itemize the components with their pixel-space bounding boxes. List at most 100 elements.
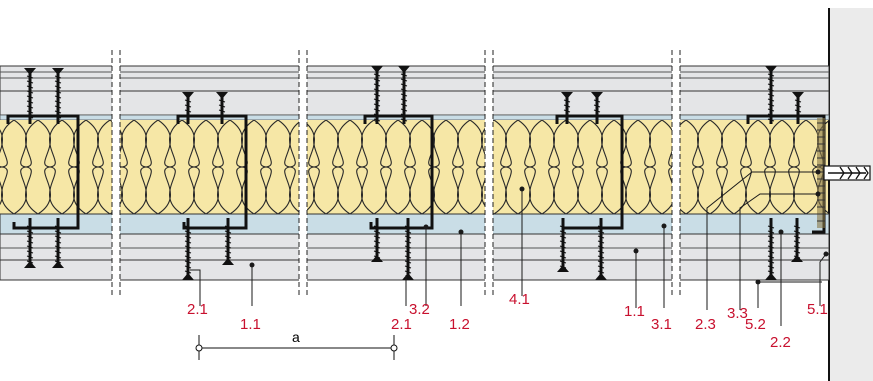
screw-head [24, 261, 36, 268]
insulation-loop [469, 120, 495, 214]
screw-thread [404, 225, 412, 229]
screw-thread [404, 270, 412, 274]
screw-thread [559, 245, 567, 249]
screw-thread [218, 104, 226, 108]
screw-thread [26, 225, 34, 229]
screw-thread [224, 225, 232, 229]
insulation-loop [733, 120, 759, 214]
screw-thread [184, 225, 192, 229]
screw-thread [54, 115, 62, 119]
screw-thread [400, 118, 408, 122]
callout-1-2: 1.2 [449, 316, 470, 333]
screw-thread [593, 99, 601, 103]
callout-4-1: 4.1 [509, 291, 530, 308]
screw-thread [559, 255, 567, 259]
screw-thread [373, 73, 381, 77]
screw-thread [767, 230, 775, 234]
insulation-loop [421, 120, 447, 214]
screw-thread [26, 85, 34, 89]
screw-thread [597, 240, 605, 244]
screw-thread [224, 235, 232, 239]
screw-thread [767, 113, 775, 117]
screw-thread [794, 114, 802, 118]
callout-2-1-mid: 2.1 [391, 316, 412, 333]
c-stud-profile [176, 114, 248, 230]
insulation-loop [349, 120, 375, 214]
screw-thread [184, 240, 192, 244]
screw-thread [767, 250, 775, 254]
screw-thread [793, 250, 801, 254]
screw-thread [767, 265, 775, 269]
screw-thread [794, 109, 802, 113]
insulation-loop [277, 120, 303, 214]
screw-thread [563, 109, 571, 113]
screw-thread [54, 230, 62, 234]
screw-thread [184, 245, 192, 249]
screw-head [792, 92, 804, 99]
screw-thread [54, 250, 62, 254]
screw-thread [54, 235, 62, 239]
screw-thread [26, 105, 34, 109]
insulation-loop [61, 120, 87, 214]
screw-head [402, 273, 414, 280]
screw-thread [184, 255, 192, 259]
screw-head [765, 273, 777, 280]
screw-thread [224, 240, 232, 244]
screw-thread [767, 255, 775, 259]
insulation-loop [37, 120, 63, 214]
screw-thread [26, 90, 34, 94]
screw-head [371, 255, 383, 262]
insulation-loop [541, 120, 567, 214]
screw-thread [559, 225, 567, 229]
screw-thread [767, 83, 775, 87]
screw-thread [563, 104, 571, 108]
lower-board-layers [0, 213, 830, 281]
screw-thread [184, 99, 192, 103]
screw-thread [559, 260, 567, 264]
insulation-loop [445, 120, 471, 214]
insulation-loop [613, 120, 639, 214]
screw-thread [26, 250, 34, 254]
screw-thread [793, 225, 801, 229]
screw-thread [184, 265, 192, 269]
screw-thread [26, 115, 34, 119]
screw-thread [400, 113, 408, 117]
insulation-loop [637, 120, 663, 214]
callout-2-2: 2.2 [770, 334, 791, 351]
c-stud-profile [6, 114, 80, 230]
dimension-a-label: a [292, 329, 300, 345]
insulation-loop [205, 120, 231, 214]
dimension-a [195, 335, 398, 360]
screw-thread [26, 235, 34, 239]
screw-head [398, 66, 410, 73]
screw-thread [767, 225, 775, 229]
screw-thread [184, 260, 192, 264]
screw-thread [26, 75, 34, 79]
screw-thread [794, 99, 802, 103]
insulation-loop [301, 120, 327, 214]
screw-thread [400, 98, 408, 102]
screw-thread [54, 80, 62, 84]
screw-head [52, 68, 64, 75]
break-gap [485, 50, 493, 300]
screw-thread [767, 108, 775, 112]
screw-head [222, 258, 234, 265]
screw-thread [767, 103, 775, 107]
screw-thread [767, 270, 775, 274]
screw-thread [26, 80, 34, 84]
screw-thread [767, 245, 775, 249]
screw-thread [559, 230, 567, 234]
screw-thread [559, 250, 567, 254]
screw-head [24, 68, 36, 75]
screw-thread [597, 260, 605, 264]
screw-thread [54, 100, 62, 104]
screw-thread [597, 270, 605, 274]
screw-head [182, 273, 194, 280]
screw-thread [597, 245, 605, 249]
insulation-loop [133, 120, 159, 214]
screw-thread [26, 95, 34, 99]
screw-thread [54, 75, 62, 79]
screws [24, 66, 804, 280]
callout-1-1-left: 1.1 [240, 316, 261, 333]
